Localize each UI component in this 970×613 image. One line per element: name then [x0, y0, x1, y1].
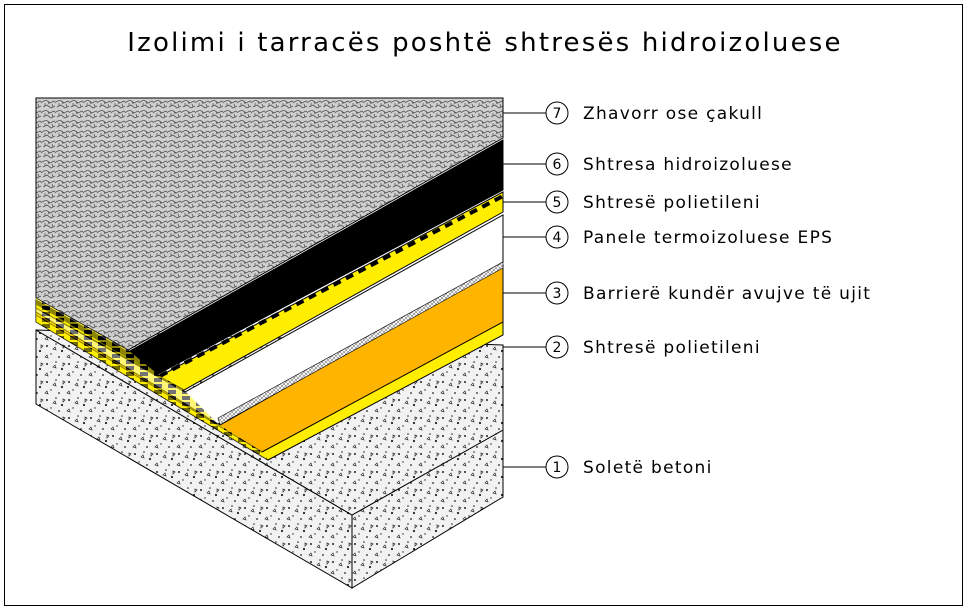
callout-number-7: 7 — [553, 106, 562, 122]
layer-label-4: Panele termoizoluese EPS — [583, 228, 833, 248]
callout-number-2: 2 — [553, 340, 562, 356]
callout-circle-1 — [545, 455, 569, 479]
layer-label-2: Shtresë polietileni — [583, 338, 761, 358]
gravel-layer — [35, 97, 504, 351]
layer-label-5: Shtresë polietileni — [583, 193, 761, 213]
callout-number-1: 1 — [553, 460, 562, 476]
callout-number-3: 3 — [553, 286, 562, 302]
callout-number-4: 4 — [553, 230, 562, 246]
left-edge-layers — [36, 298, 268, 460]
layer-label-3: Barrierë kundër avujve të ujit — [583, 284, 871, 304]
layer-label-7: Zhavorr ose çakull — [583, 104, 763, 124]
callout-number-6: 6 — [553, 157, 562, 173]
callout-number-5: 5 — [553, 195, 562, 211]
layer-label-6: Shtresa hidroizoluese — [583, 155, 793, 175]
callout-circle-5 — [545, 190, 569, 214]
callout-circle-7 — [545, 101, 569, 125]
callout-circle-4 — [545, 225, 569, 249]
callout-circle-6 — [545, 152, 569, 176]
eps-panels-edge — [217, 261, 504, 426]
polyethylene-dash-line — [159, 194, 504, 378]
drawing-frame — [4, 4, 963, 606]
callout-circle-3 — [545, 281, 569, 305]
drawing-title: Izolimi i tarracës poshtë shtresës hidro… — [127, 28, 843, 58]
layer-label-1: Soletë betoni — [583, 458, 713, 478]
callout-circle-2 — [545, 335, 569, 359]
layer-callouts: 7 Zhavorr ose çakull 6 Shtresa hidroizolues… — [503, 101, 871, 479]
